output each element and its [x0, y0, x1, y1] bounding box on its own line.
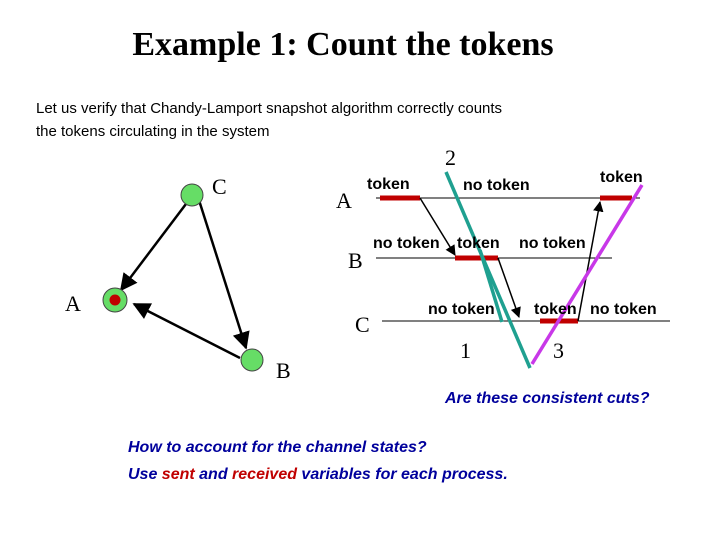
cut-2-label: 2	[445, 145, 456, 170]
process-graph: C A B	[65, 174, 291, 383]
state-c-3: no token	[590, 301, 657, 318]
state-a-3: token	[600, 169, 643, 186]
note-use: Use	[128, 466, 162, 483]
timeline-labels: A B C token no token token no token toke…	[336, 145, 657, 363]
node-c	[180, 183, 204, 207]
cuts	[444, 171, 644, 369]
cut-3-label: 3	[553, 338, 564, 363]
state-c-1: no token	[428, 301, 495, 318]
cut-1-line	[478, 249, 504, 323]
message-c-to-a	[577, 200, 604, 322]
edge-b-to-a	[132, 302, 241, 360]
state-a-1: token	[367, 176, 410, 193]
state-b-2: token	[457, 235, 500, 252]
channel-state-note: How to account for the channel states? U…	[128, 434, 508, 488]
node-c-label: C	[212, 174, 227, 199]
consistency-question: Are these consistent cuts?	[445, 390, 650, 407]
state-b-3: no token	[519, 235, 586, 252]
node-b-label: B	[276, 358, 291, 383]
process-c-label: C	[355, 312, 370, 337]
cut-1-label: 1	[460, 338, 471, 363]
state-c-2: token	[534, 301, 577, 318]
edge-c-to-b	[196, 196, 250, 350]
slide-title: Example 1: Count the tokens	[132, 26, 554, 63]
intro-text-line-2: the tokens circulating in the system	[36, 123, 270, 140]
note-received: received	[232, 466, 297, 483]
note-sent: sent	[161, 466, 195, 483]
note-and: and	[194, 466, 233, 483]
cut-2-line	[444, 171, 532, 369]
note-rest: variables for each process.	[296, 466, 508, 483]
note-line-1: How to account for the channel states?	[128, 439, 427, 456]
node-a-label: A	[65, 291, 81, 316]
message-b-to-c	[497, 257, 521, 318]
edge-c-to-a	[119, 195, 193, 292]
cut-3-line	[530, 184, 644, 365]
message-a-to-b	[419, 197, 456, 256]
process-b-label: B	[348, 248, 363, 273]
state-b-1: no token	[373, 235, 440, 252]
note-line-2: Use sent and received variables for each…	[128, 461, 508, 488]
state-a-2: no token	[463, 177, 530, 194]
intro-text-line-1: Let us verify that Chandy-Lamport snapsh…	[36, 100, 503, 117]
node-b	[240, 348, 264, 372]
messages	[419, 197, 604, 322]
process-timelines	[376, 195, 670, 324]
token-marker	[109, 294, 121, 306]
process-a-label: A	[336, 188, 352, 213]
